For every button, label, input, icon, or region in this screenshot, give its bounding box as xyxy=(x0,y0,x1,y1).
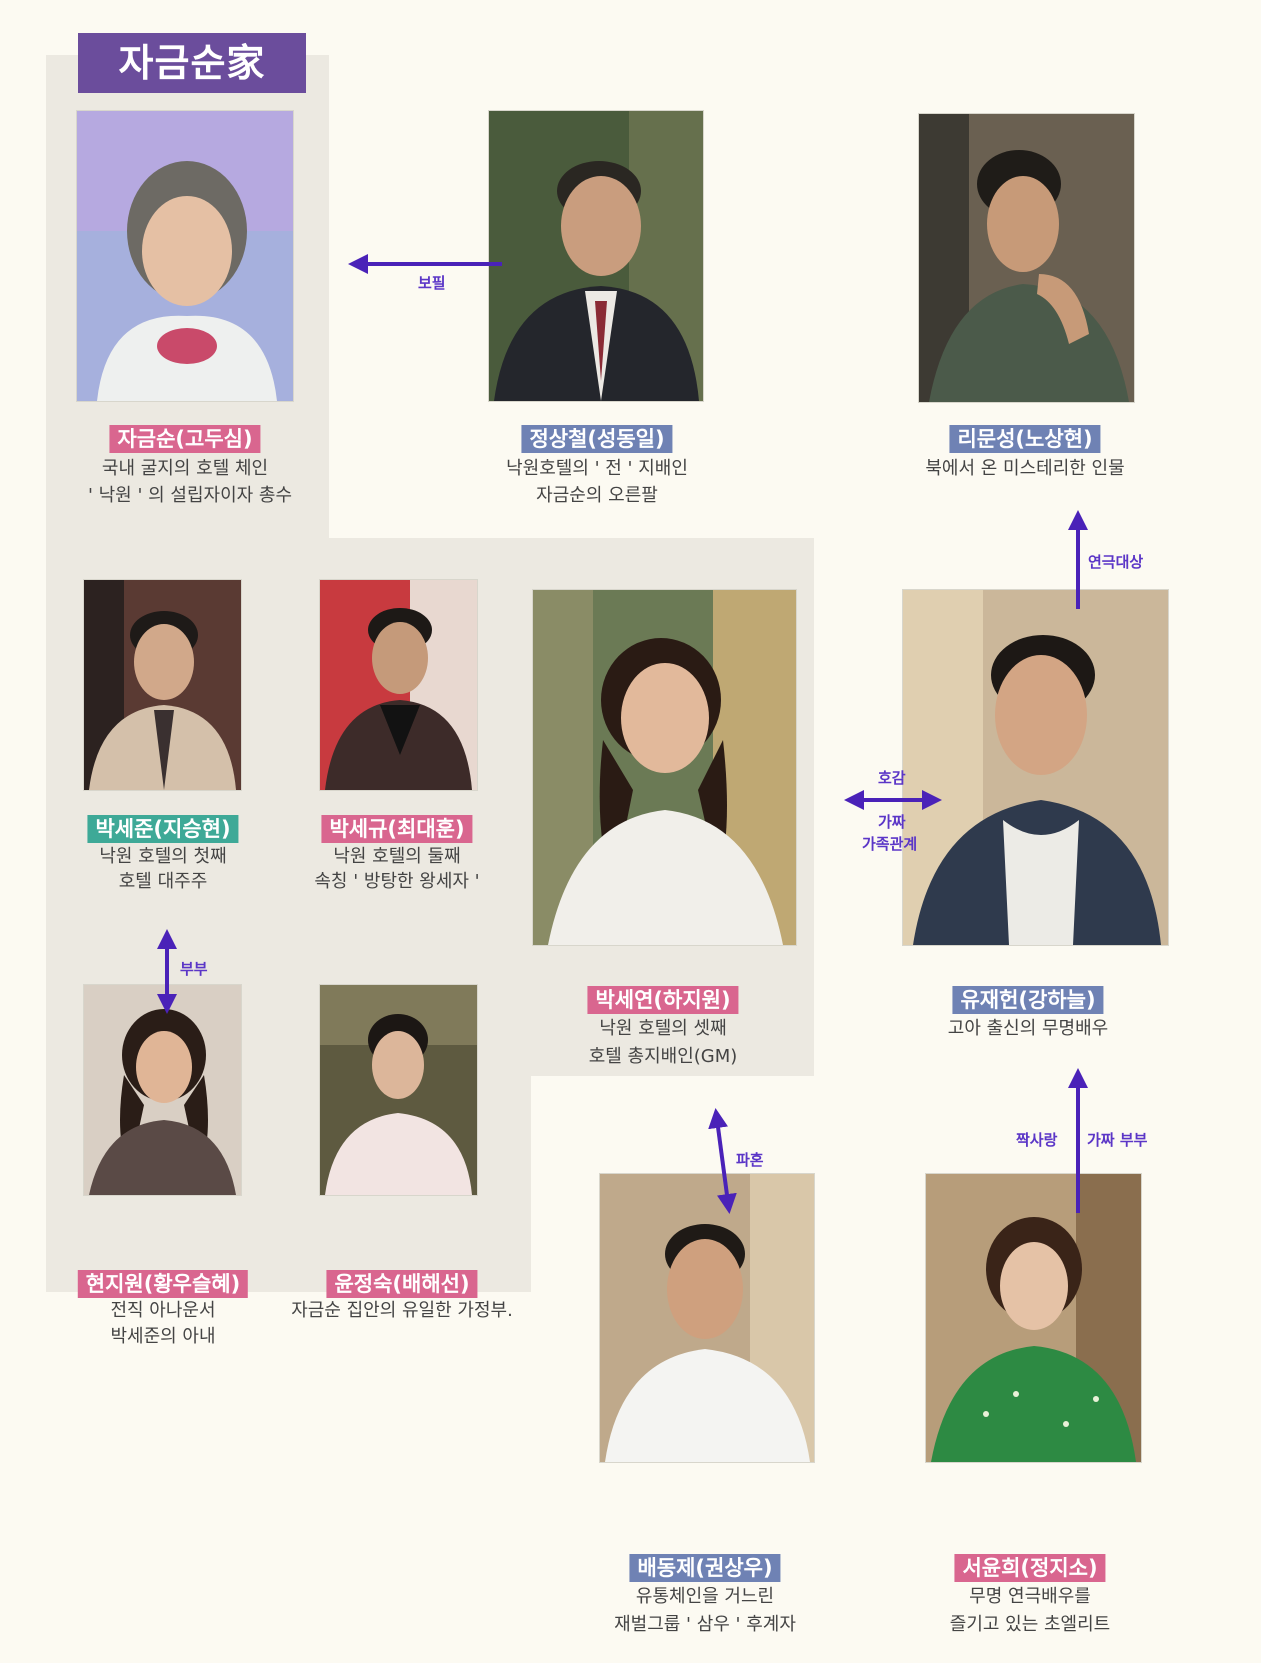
label-hogam: 호감 xyxy=(878,769,906,787)
desc-parkseyeon-1: 낙원 호텔의 셋째 xyxy=(599,1018,727,1039)
desc-rimunsung-1: 북에서 온 미스테리한 인물 xyxy=(925,458,1125,479)
name-baedongje: 배동제(권상우) xyxy=(629,1554,781,1582)
name-yujaehun: 유재헌(강하늘) xyxy=(952,986,1104,1014)
label-gajja-bubu: 가짜 부부 xyxy=(1087,1131,1148,1149)
label-bubu: 부부 xyxy=(180,960,208,978)
desc-seoyunhee-1: 무명 연극배우를 xyxy=(969,1586,1091,1607)
photo-baedongje xyxy=(599,1173,815,1463)
family-label: 자금순家 xyxy=(78,33,306,93)
desc-yujaehun-1: 고아 출신의 무명배우 xyxy=(947,1018,1109,1039)
name-yunjungsuk: 윤정숙(배해선) xyxy=(326,1270,478,1298)
desc-parksejun-1: 낙원 호텔의 첫째 xyxy=(99,846,227,867)
desc-baedongje-1: 유통체인을 거느린 xyxy=(635,1586,775,1607)
desc-jungsangchul-2: 자금순의 오른팔 xyxy=(536,485,658,506)
desc-jungsangchul-1: 낙원호텔의 ' 전 ' 지배인 xyxy=(506,458,688,479)
photo-jungsangchul xyxy=(488,110,704,402)
name-jageumsun: 자금순(고두심) xyxy=(109,425,261,453)
desc-jageumsun-1: 국내 굴지의 호텔 체인 xyxy=(101,458,269,479)
name-parksejun: 박세준(지승현) xyxy=(87,815,239,843)
name-parksegyu: 박세규(최대훈) xyxy=(321,815,473,843)
photo-yujaehun xyxy=(902,589,1169,946)
name-parkseyeon: 박세연(하지원) xyxy=(587,986,739,1014)
photo-parksegyu xyxy=(319,579,478,791)
desc-jageumsun-2: ' 낙원 ' 의 설립자이자 총수 xyxy=(87,485,293,506)
desc-baedongje-2: 재벌그룹 ' 삼우 ' 후계자 xyxy=(614,1614,796,1635)
label-gajja-family-1: 가짜 xyxy=(878,813,906,831)
desc-parksegyu-1: 낙원 호텔의 둘째 xyxy=(333,846,461,867)
name-seoyunhee: 서윤희(정지소) xyxy=(954,1554,1106,1582)
photo-jageumsun xyxy=(76,110,294,402)
label-yeongeuk: 연극대상 xyxy=(1088,553,1144,571)
label-gajja-family-2: 가족관계 xyxy=(862,835,918,853)
name-jungsangchul: 정상철(성동일) xyxy=(521,425,673,453)
desc-seoyunhee-2: 즐기고 있는 초엘리트 xyxy=(949,1614,1111,1635)
name-hyunjiwon: 현지원(황우슬혜) xyxy=(77,1270,249,1298)
photo-yunjungsuk xyxy=(319,984,478,1196)
label-bopil: 보필 xyxy=(418,274,446,292)
photo-hyunjiwon xyxy=(83,984,242,1196)
photo-parksejun xyxy=(83,579,242,791)
photo-seoyunhee xyxy=(925,1173,1142,1463)
desc-hyunjiwon-1: 전직 아나운서 xyxy=(110,1300,216,1321)
label-jjaksarang: 짝사랑 xyxy=(1016,1131,1058,1149)
photo-parkseyeon xyxy=(532,589,797,946)
photo-rimunsung xyxy=(918,113,1135,403)
desc-yunjungsuk-1: 자금순 집안의 유일한 가정부. xyxy=(291,1300,513,1321)
label-pahon: 파혼 xyxy=(736,1151,764,1169)
desc-parkseyeon-2: 호텔 총지배인(GM) xyxy=(588,1046,738,1067)
desc-hyunjiwon-2: 박세준의 아내 xyxy=(110,1326,216,1347)
desc-parksejun-2: 호텔 대주주 xyxy=(118,871,208,892)
desc-parksegyu-2: 속칭 ' 방탕한 왕세자 ' xyxy=(314,871,480,892)
name-rimunsung: 리문성(노상현) xyxy=(949,425,1101,453)
